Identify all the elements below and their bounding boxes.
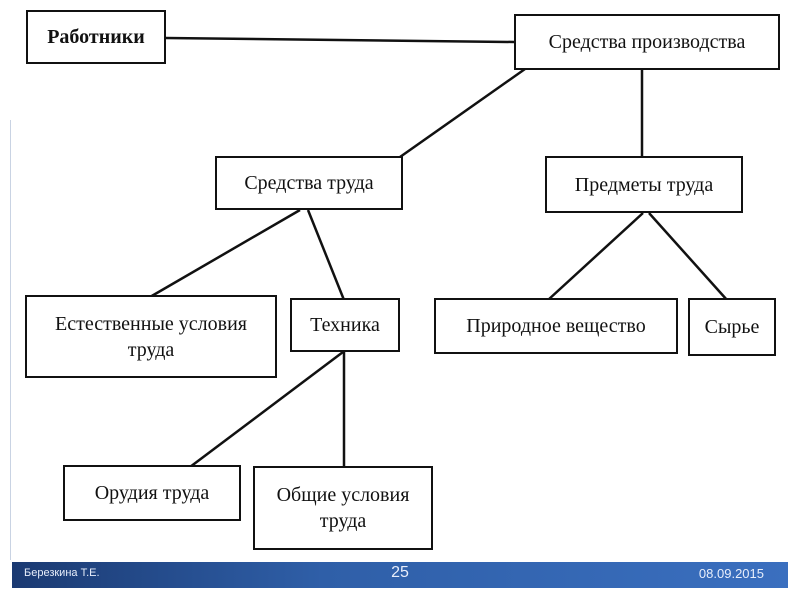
node-means-of-labor: Средства труда [215, 156, 403, 210]
footer-date: 08.09.2015 [698, 566, 764, 581]
node-natural-substance: Природное вещество [434, 298, 678, 354]
node-natural-conditions: Естественные условия труда [25, 295, 277, 378]
node-raw-materials-label: Сырье [704, 316, 760, 338]
link-workers-means-of-production [165, 36, 515, 44]
footer-page-number: 25 [391, 564, 409, 581]
node-tools-label: Орудия труда [94, 482, 210, 504]
link-means-of-labor-technology [306, 209, 346, 301]
node-objects-of-labor: Предметы труда [545, 156, 743, 213]
node-workers: Работники [26, 10, 166, 64]
link-objects-of-labor-raw-materials [648, 212, 728, 301]
node-technology-label: Техника [310, 314, 380, 336]
footer-author: Березкина Т.Е. [24, 567, 100, 579]
node-general-conditions-label: Общие условия труда [276, 484, 410, 532]
link-technology-tools [189, 351, 344, 468]
node-general-conditions: Общие условия труда [253, 466, 433, 550]
node-natural-conditions-label: Естественные условия труда [55, 312, 247, 361]
node-tools: Орудия труда [63, 465, 241, 521]
node-means-of-production-label: Средства производства [548, 31, 746, 53]
node-workers-label: Работники [47, 26, 145, 48]
node-objects-of-labor-label: Предметы труда [574, 173, 714, 196]
link-means-of-production-means-of-labor [399, 67, 526, 159]
node-technology: Техника [290, 298, 400, 352]
node-natural-substance-label: Природное вещество [466, 315, 646, 337]
link-objects-of-labor-natural-substance [547, 212, 644, 301]
node-means-of-labor-label: Средства труда [244, 172, 374, 194]
node-raw-materials: Сырье [688, 298, 776, 356]
slide-border [10, 120, 11, 560]
slide-footer: Березкина Т.Е. 25 08.09.2015 [12, 562, 788, 588]
node-means-of-production: Средства производства [514, 14, 780, 70]
link-means-of-labor-natural-conditions [149, 208, 301, 299]
